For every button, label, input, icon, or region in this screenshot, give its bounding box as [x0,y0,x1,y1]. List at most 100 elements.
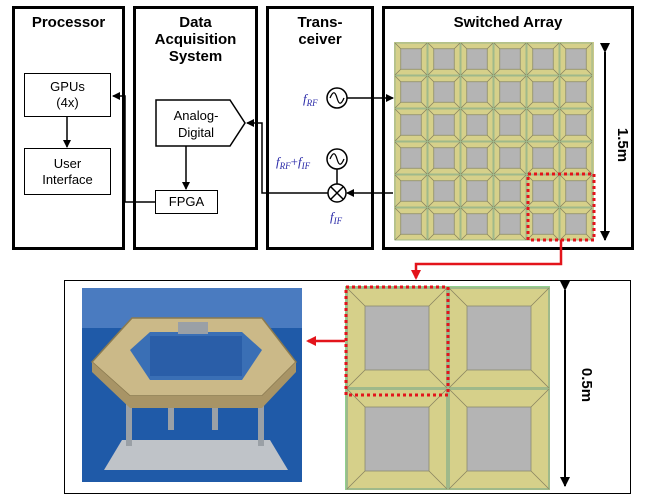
antenna-panel-seam [394,108,402,116]
antenna-panel-seam [394,141,402,149]
f-rfif-a-sub: RF [279,161,291,171]
detail-highlight-box [344,285,450,397]
highlight-connector-arrow [411,240,563,280]
antenna-panel-seam [559,141,567,149]
antenna-panel-seam [448,287,468,307]
antenna-panel-seam [453,207,461,215]
antenna-panel-seam [486,42,494,50]
antenna-panel-seam [585,200,593,208]
svg-text:fRF+fIF: fRF+fIF [276,154,311,171]
antenna-panel-center [433,81,455,103]
antenna-panel-center [565,180,587,202]
antenna-panel-seam [552,207,560,215]
antenna-panel-seam [526,42,534,50]
antenna-panel-seam [519,174,527,182]
antenna-panel-seam [394,42,402,50]
fpga-box: FPGA [155,190,218,214]
antenna-panel-center [499,81,521,103]
antenna-panel-seam [453,141,461,149]
svg-text:fRF: fRF [303,91,318,108]
antenna-panel-seam [552,68,560,76]
switched-array-panels [394,42,594,241]
antenna-panel-seam [394,101,402,109]
antenna-panel-seam [526,101,534,109]
antenna-panel-center [499,147,521,169]
antenna-panel-center [466,305,532,371]
antenna-panel-seam [486,108,494,116]
transceiver-title-line1: Trans- [297,14,343,31]
antenna-panel-seam [530,287,550,307]
antenna-panel-seam [420,174,428,182]
antenna-panel-seam [460,42,468,50]
antenna-panel-center [532,213,554,235]
antenna-panel-seam [585,134,593,142]
antenna-panel-center [499,48,521,70]
antenna-panel-seam [519,108,527,116]
antenna-panel-seam [552,101,560,109]
antenna-panel-seam [559,108,567,116]
antenna-panel-seam [453,134,461,142]
antenna-panel-seam [420,75,428,83]
antenna-panel-seam [427,75,435,83]
antenna-panel-seam [428,369,448,389]
antenna-panel-center [532,114,554,136]
antenna-panel-seam [559,134,567,142]
antenna-panel-seam [460,108,468,116]
antenna-panel-seam [448,369,468,389]
antenna-panel-seam [526,108,534,116]
antenna-panel-seam [460,141,468,149]
antenna-panel-seam [394,233,402,241]
f-if-subscript: IF [333,216,343,226]
f-rfif-b: f [298,154,304,169]
antenna-panel-seam [427,167,435,175]
antenna-panel-seam [493,167,501,175]
antenna-panel-center [532,48,554,70]
hardware-photo [82,288,302,482]
antenna-panel-seam [460,75,468,83]
antenna-panel-seam [460,233,468,241]
antenna-panel-center [565,147,587,169]
antenna-panel-center [400,180,422,202]
antenna-panel-seam [493,207,501,215]
antenna-panel-center [466,81,488,103]
antenna-panel-seam [552,233,560,241]
antenna-panel-seam [420,141,428,149]
antenna-panel-seam [453,174,461,182]
antenna-panel-seam [519,141,527,149]
antenna-panel-seam [493,141,501,149]
antenna-panel-center [532,81,554,103]
antenna-panel-seam [526,200,534,208]
daq-title-line3: System [168,48,223,65]
antenna-panel-seam [427,134,435,142]
antenna-panel-center [400,81,422,103]
detail-panels [345,286,550,490]
antenna-panel-center [466,406,532,472]
antenna-panel-seam [486,68,494,76]
antenna-panel-seam [453,167,461,175]
antenna-panel-center [466,48,488,70]
f-rfif-a: f [276,154,282,169]
gpus-label: GPUs [50,79,85,94]
antenna-panel-center [433,180,455,202]
antenna-panel-center [565,213,587,235]
antenna-panel-seam [453,68,461,76]
antenna-panel-seam [486,174,494,182]
antenna-panel-seam [552,108,560,116]
antenna-panel-seam [493,68,501,76]
antenna-panel-seam [493,75,501,83]
user-interface-box: User Interface [24,148,111,195]
antenna-panel-seam [346,470,366,490]
antenna-panel-seam [427,207,435,215]
antenna-panel-seam [427,174,435,182]
transceiver-block: Trans- ceiver [266,6,374,250]
antenna-panel-seam [559,101,567,109]
antenna-panel-seam [394,75,402,83]
antenna-panel-seam [486,167,494,175]
antenna-panel-center [499,180,521,202]
antenna-panel-center [400,213,422,235]
antenna-panel-seam [460,200,468,208]
antenna-panel-center [400,48,422,70]
antenna-panel-seam [394,68,402,76]
antenna-panel-seam [530,369,550,389]
antenna-panel-seam [526,174,534,182]
